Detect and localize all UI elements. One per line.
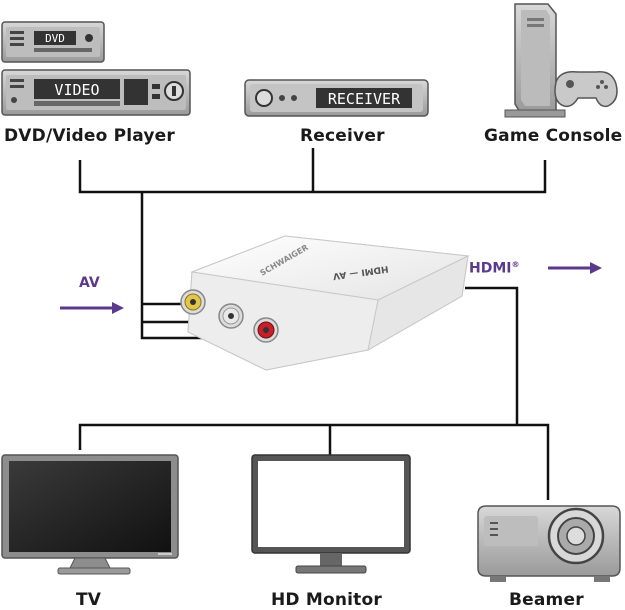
av-input-arrow — [60, 302, 124, 314]
source-wiring — [78, 148, 547, 340]
dvd-player-label: DVD/Video Player — [4, 126, 176, 146]
beamer-icon — [477, 505, 621, 582]
av-signal-label: AV — [79, 275, 100, 291]
output-wiring — [78, 286, 550, 500]
hdmi-output-arrow — [548, 262, 602, 274]
rca-white-jack — [218, 303, 244, 329]
svg-text:RECEIVER: RECEIVER — [328, 90, 401, 108]
receiver-label: Receiver — [300, 126, 385, 146]
hdmi-text: HDMI — [469, 260, 512, 277]
hdmi-signal-label: HDMI® — [469, 260, 519, 277]
video-player-icon: VIDEO — [1, 69, 191, 116]
hd-monitor-label: HD Monitor — [271, 590, 382, 610]
dvd-player-icon: DVD — [1, 21, 105, 63]
game-console-label: Game Console — [484, 126, 623, 146]
hd-monitor-icon — [251, 454, 411, 574]
converter-box: SCHWAIGER HDMI — AV — [180, 235, 470, 371]
receiver-icon: RECEIVER — [244, 79, 429, 117]
hdmi-registered-mark: ® — [511, 260, 520, 269]
svg-text:VIDEO: VIDEO — [54, 81, 99, 99]
rca-red-jack — [253, 317, 279, 343]
rca-yellow-jack — [180, 289, 206, 315]
game-console-icon — [504, 3, 618, 118]
tv-icon — [1, 454, 179, 575]
svg-text:DVD: DVD — [45, 32, 65, 45]
beamer-label: Beamer — [509, 590, 584, 610]
tv-label: TV — [76, 590, 102, 610]
